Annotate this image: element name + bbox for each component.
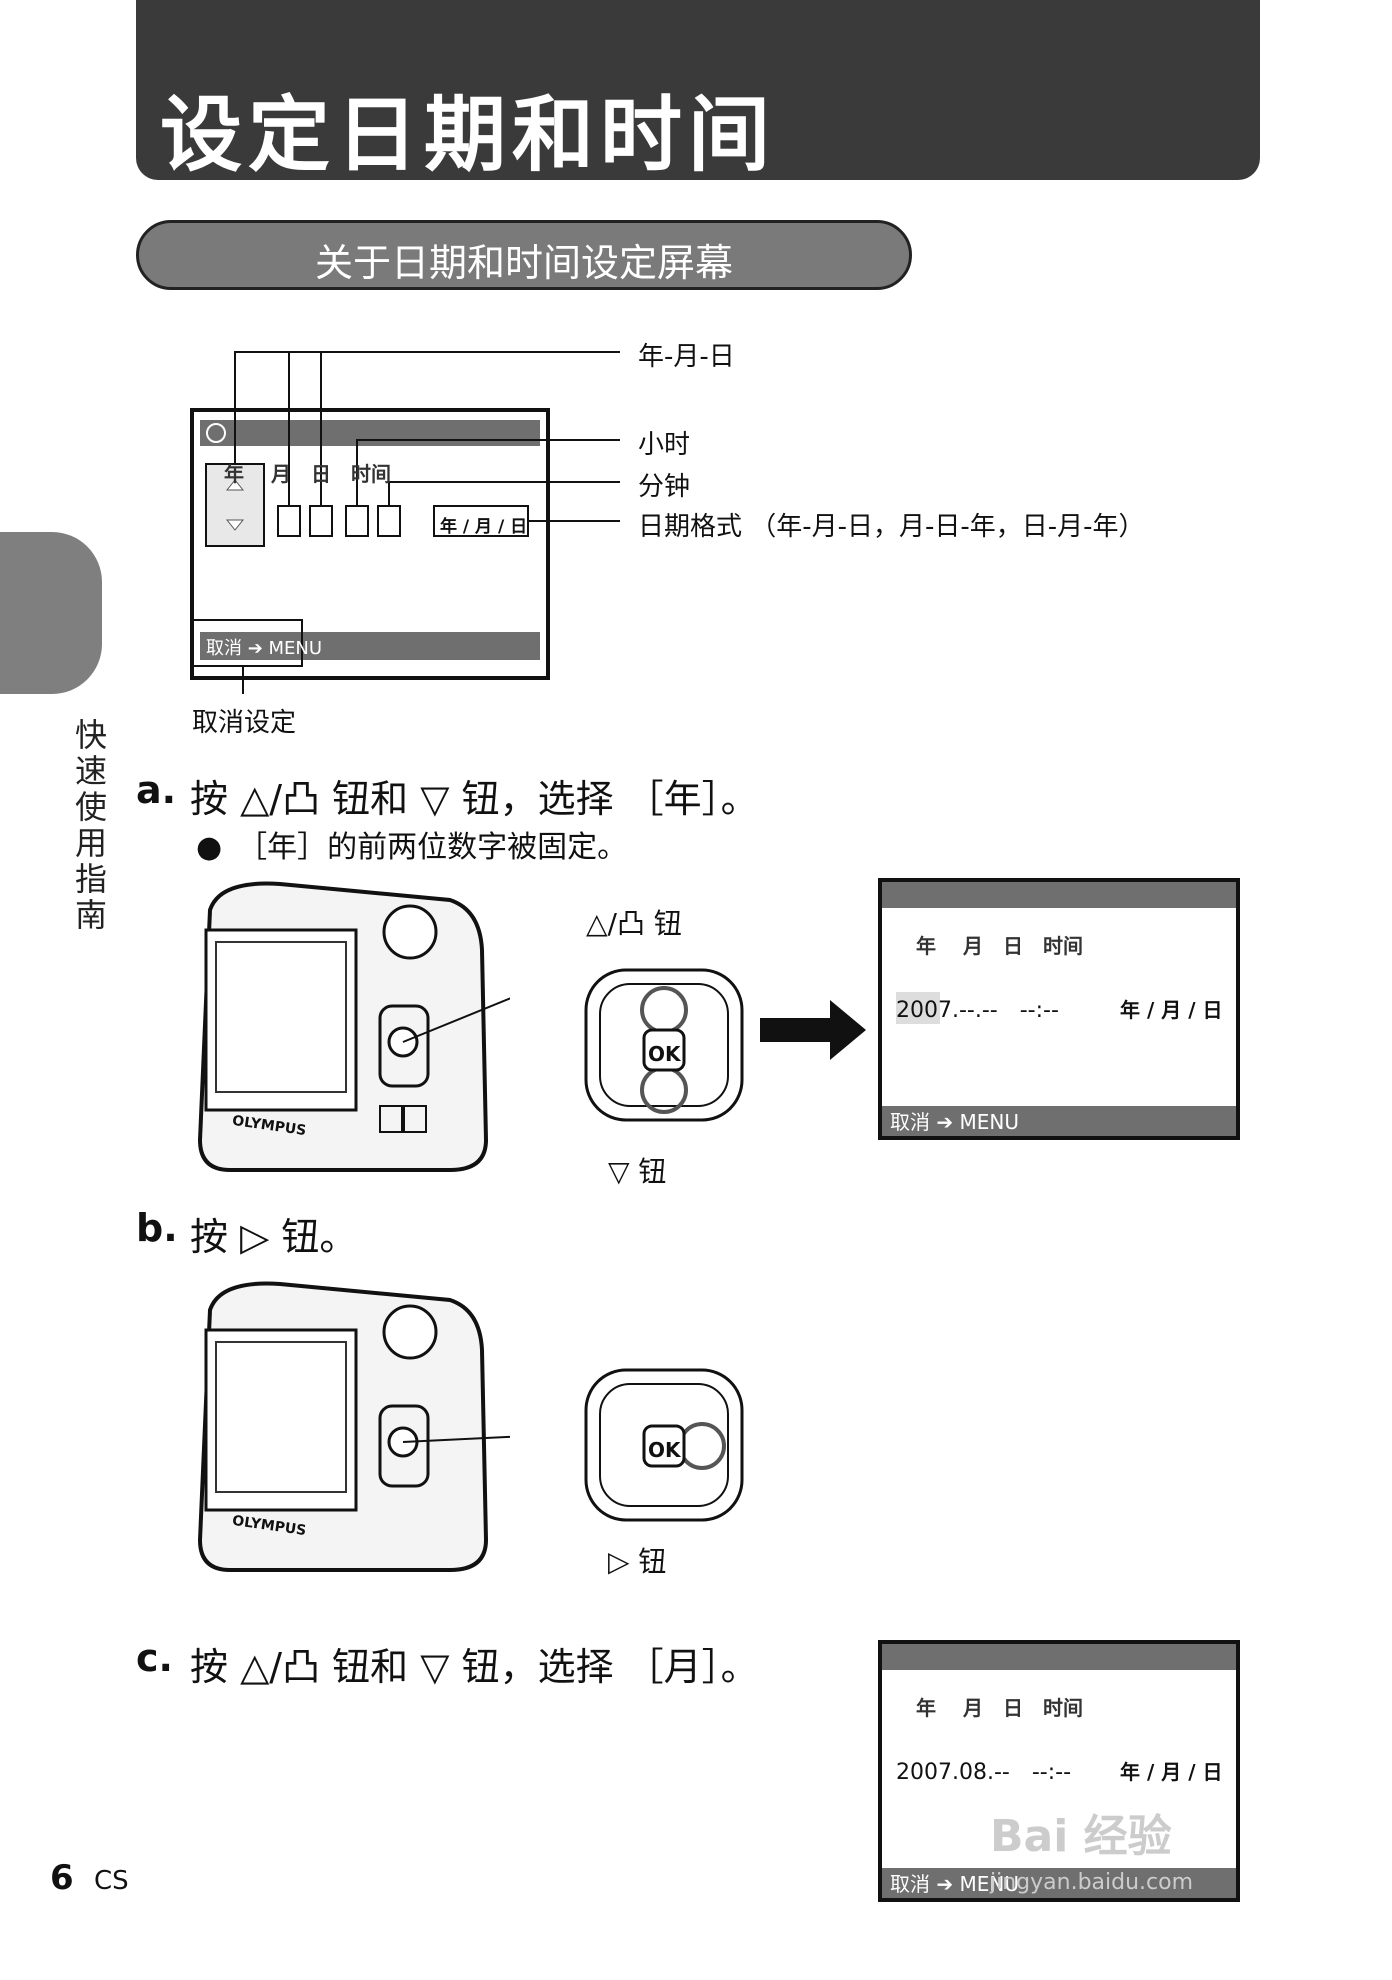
page-title: 设定日期和时间 [160, 88, 777, 183]
subheading-text: 关于日期和时间设定屏幕 [314, 241, 733, 285]
label-ymd: 年-月-日 [638, 342, 735, 372]
title-bar [136, 0, 1260, 180]
side-tab [0, 532, 102, 694]
lcd-header-c [882, 1644, 1236, 1670]
arrow-right-icon [760, 1000, 866, 1060]
lcd-screen-c: 年 月 日 时间 2007.08.-- --:-- 年 / 月 / 日 取消 ➔… [878, 1640, 1240, 1902]
page-number: 6 [50, 1858, 74, 1898]
lcd-c-columns: 年 月 日 时间 [916, 1696, 1083, 1720]
right-button-label: ▷ 钮 [608, 1545, 667, 1578]
leader-lines [190, 351, 620, 694]
ok-label-b: OK [648, 1438, 681, 1462]
diagram-lcd-cancel: 取消 ➔ MENU [206, 638, 323, 659]
step-b-marker: b. [136, 1206, 178, 1250]
label-format: 日期格式 （年-月-日，月-日-年，日-月-年） [638, 512, 1145, 542]
label-minute: 分钟 [638, 472, 691, 502]
watermark: Bai 经验 [990, 1811, 1172, 1862]
step-a-marker: a. [136, 768, 177, 812]
down-button-label: ▽ 钮 [608, 1155, 667, 1188]
diagram-lcd-format: 年 / 月 / 日 [440, 517, 528, 537]
lcd-c-format: 年 / 月 / 日 [1120, 1760, 1223, 1784]
annotated-lcd-diagram: 年 月 日 时间 年 / 月 / 日 取消 ➔ MENU 年-月-日 小时 分钟… [190, 340, 1310, 740]
step-c-text: 按 △/凸 钮和 ▽ 钮，选择 ［月］。 [190, 1645, 759, 1689]
watermark-url: jingyan.baidu.com [990, 1870, 1194, 1895]
page-language: CS [94, 1866, 129, 1896]
lcd-a-format: 年 / 月 / 日 [1120, 998, 1223, 1022]
step-a-bullet: ● ［年］的前两位数字被固定。 [196, 830, 628, 865]
subheading-pill [136, 220, 912, 290]
camera-illustration-b [197, 1281, 510, 1572]
lcd-screen-a: 年 月 日 时间 2007.--.-- --:-- 年 / 月 / 日 取消 ➔… [878, 878, 1240, 1140]
control-pad-b [584, 1368, 744, 1522]
lcd-c-cancel: 取消 ➔ MENU [882, 1868, 1236, 1898]
label-hour: 小时 [638, 430, 691, 460]
ok-label-a: OK [648, 1042, 681, 1066]
lcd-a-columns: 年 月 日 时间 [916, 934, 1083, 958]
camera-illustration-a [197, 881, 510, 1172]
lcd-a-value: 2007.--.-- --:-- [896, 992, 1059, 1024]
lcd-a-cancel: 取消 ➔ MENU [882, 1106, 1236, 1136]
lcd-header-a [882, 882, 1236, 908]
label-cancel: 取消设定 [192, 708, 297, 738]
diagram-lcd-columns: 年 月 日 时间 [224, 462, 391, 486]
lcd-c-value: 2007.08.-- --:-- [896, 1760, 1072, 1785]
step-a-text: 按 △/凸 钮和 ▽ 钮，选择 ［年］。 [190, 777, 759, 821]
side-label: 快速使用指南 [70, 718, 108, 934]
control-pad-a [584, 968, 744, 1122]
step-b-text: 按 ▷ 钮。 [190, 1215, 358, 1259]
step-c-marker: c. [136, 1636, 173, 1680]
up-button-label: △/凸 钮 [586, 907, 682, 940]
